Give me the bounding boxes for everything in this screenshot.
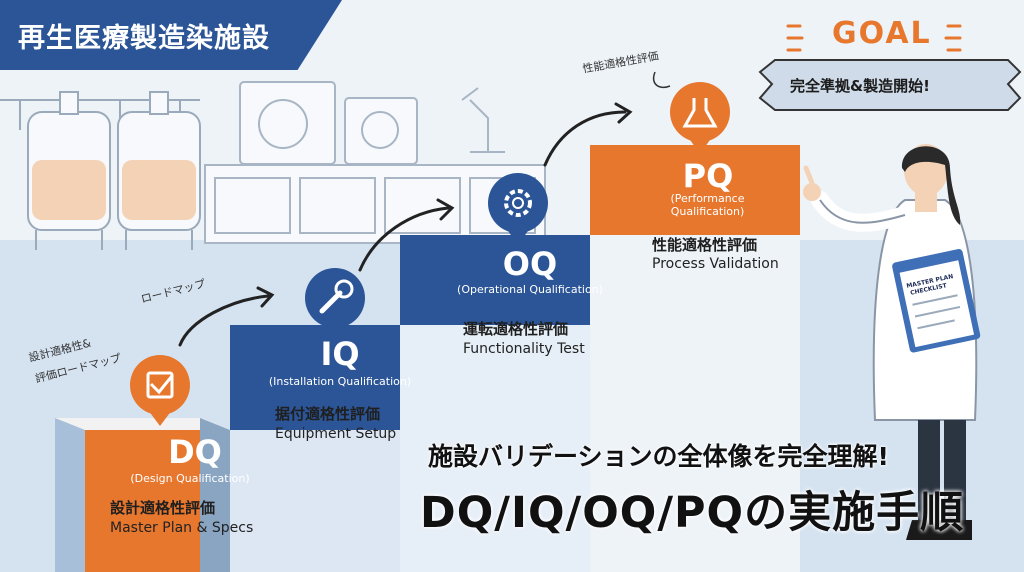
iq-code: IQ: [320, 335, 360, 373]
staircase: [55, 145, 800, 572]
pq-en: Process Validation: [652, 256, 779, 272]
scientist-illustration: [803, 144, 981, 540]
iq-qualification: (Installation Qualification): [268, 375, 412, 388]
pq-ja: 性能適格性評価: [652, 236, 758, 254]
roadmap-arrows: [178, 102, 633, 347]
oq-ja: 運転適格性評価: [463, 320, 569, 338]
dq-pin: [130, 355, 190, 426]
pq-pin: [670, 82, 730, 154]
iq-en: Equipment Setup: [275, 426, 397, 442]
step-oq: [400, 235, 590, 325]
dq-en: Master Plan & Specs: [110, 520, 254, 536]
goal-ribbon: [758, 59, 1022, 111]
facility-badge: 再生医療製造染施設: [0, 0, 342, 70]
oq-pin: [488, 173, 548, 245]
bioreactor-tanks: [0, 91, 201, 250]
goal-sparkles: [786, 24, 962, 52]
goal-title: GOAL: [832, 16, 932, 51]
oq-qualification: (Operational Qualification): [457, 283, 603, 296]
step-pq: [590, 145, 800, 235]
dq-qualification: (Design Qualification): [130, 472, 250, 485]
iq-ja: 据付適格性評価: [275, 405, 381, 423]
iq-pin: [305, 268, 365, 340]
oq-en: Functionality Test: [463, 341, 585, 357]
step-iq: [230, 325, 400, 430]
oq-code: OQ: [502, 245, 558, 283]
pq-qualification-2: Qualification): [670, 205, 745, 218]
dq-code: DQ: [168, 433, 222, 471]
main-title: DQ/IQ/OQ/PQの実施手順: [420, 488, 965, 538]
facility-name: 再生医療製造染施設: [18, 22, 270, 54]
dq-ja: 設計適格性評価: [110, 499, 216, 517]
subtitle: 施設バリデーションの全体像を完全理解!: [428, 442, 889, 471]
goal-ribbon-text: 完全準拠&製造開始!: [790, 77, 930, 95]
pq-qualification-1: (Performance: [670, 192, 745, 205]
pq-code: PQ: [682, 157, 734, 195]
